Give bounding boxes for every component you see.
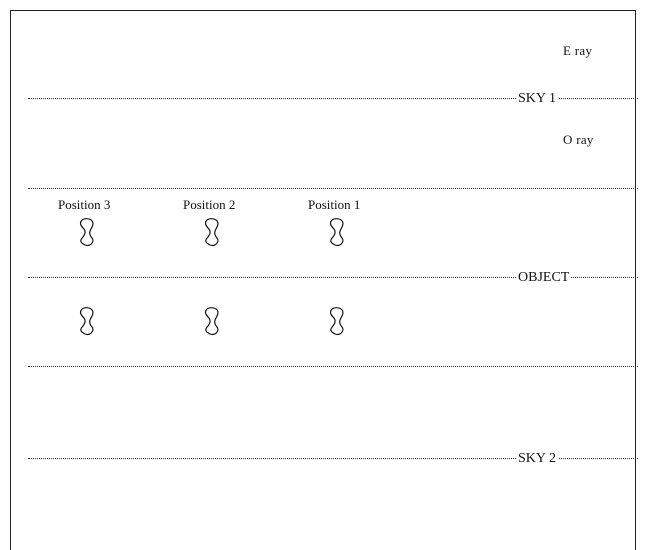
divider-line-sky2 [28, 458, 638, 459]
object-shape-o-ray-position-3 [76, 306, 102, 336]
divider-line-top-band [28, 188, 638, 189]
divider-line-sky1 [28, 98, 638, 99]
o-ray-label: O ray [563, 132, 594, 147]
object-shape-e-ray-position-1 [326, 217, 352, 247]
object-shape-o-ray-position-2 [201, 306, 227, 336]
position-label-2: Position 2 [183, 197, 236, 212]
e-ray-label: E ray [563, 43, 593, 58]
position-label-3: Position 3 [58, 197, 111, 212]
object-shape-o-ray-position-1 [326, 306, 352, 336]
divider-line-bottom-band [28, 366, 638, 367]
object-label: OBJECT [516, 270, 572, 285]
object-shape-e-ray-position-3 [76, 217, 102, 247]
diagram-frame [10, 10, 636, 550]
object-shape-e-ray-position-2 [201, 217, 227, 247]
sky2-label: SKY 2 [516, 451, 558, 466]
divider-line-object [28, 277, 638, 278]
position-label-1: Position 1 [308, 197, 361, 212]
sky1-label: SKY 1 [516, 91, 558, 106]
